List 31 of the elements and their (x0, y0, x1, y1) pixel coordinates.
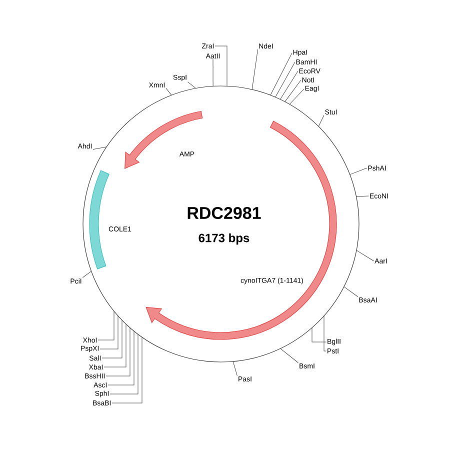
sequence-length: 6173 bps (198, 233, 250, 245)
leader-line (214, 46, 228, 86)
leader-line (356, 250, 374, 262)
leader-line (318, 115, 324, 127)
leader-line (166, 88, 172, 96)
leader-line (100, 316, 118, 350)
leader-line (110, 334, 138, 394)
leader-line (188, 82, 196, 89)
leader-line (280, 348, 298, 363)
title: RDC2981 (188, 206, 261, 220)
leader-line (284, 80, 302, 102)
leader-line (102, 320, 122, 358)
leader-line (270, 52, 292, 96)
leader-line (212, 58, 214, 86)
leader-line (108, 330, 134, 386)
leader-line (344, 286, 358, 297)
leader-line (112, 336, 142, 404)
leader-line (92, 146, 107, 150)
leader-line (252, 49, 258, 90)
leader-line (82, 270, 92, 278)
leader-line (280, 70, 298, 100)
leader-line (98, 310, 114, 340)
leader-line (275, 62, 296, 98)
leader-line (232, 361, 238, 376)
leader-line (312, 328, 326, 342)
leader-line (106, 328, 130, 376)
leader-line (324, 316, 326, 352)
leader-line (350, 168, 368, 175)
leader-line (104, 324, 126, 368)
leader-line (356, 196, 369, 197)
leader-line (289, 88, 304, 104)
